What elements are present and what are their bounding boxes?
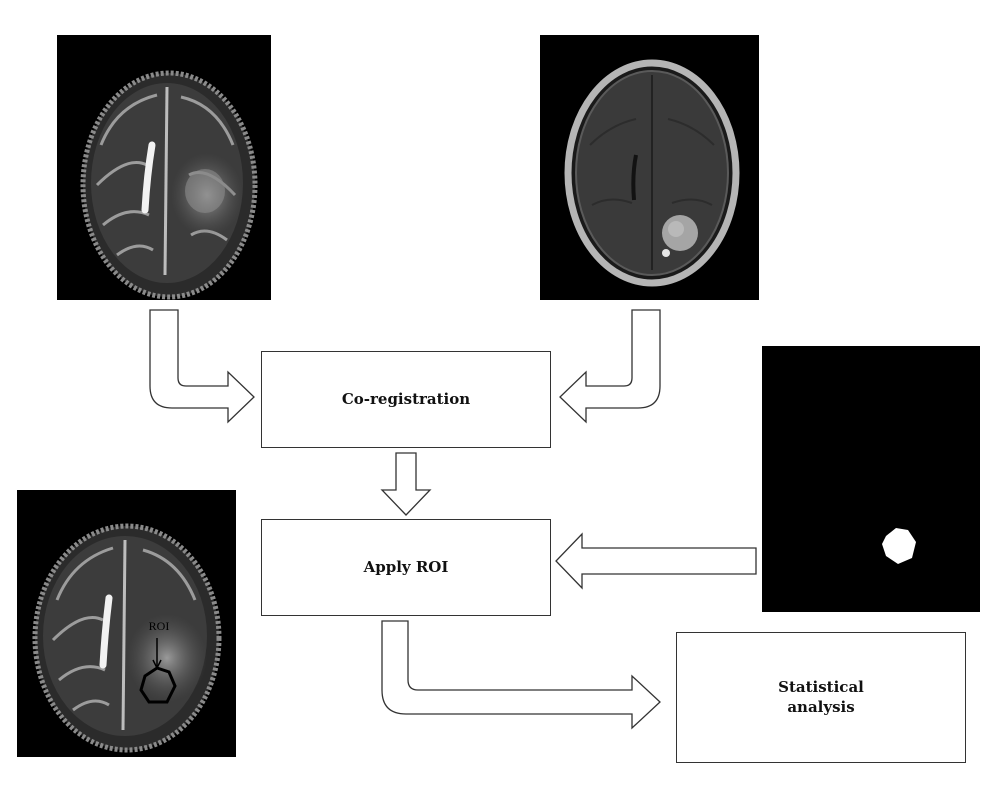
coregistration-label: Co-registration xyxy=(341,389,471,408)
apply-roi-label: Apply ROI xyxy=(363,557,449,576)
roi-overlay-brain-image: ROI xyxy=(17,490,236,757)
arrow-mask-to-apply-roi xyxy=(555,532,757,590)
roi-overlay-brain-image-graphic: ROI xyxy=(32,523,222,753)
statistical-analysis-box: Statistical analysis xyxy=(676,632,966,763)
arrow-coregistration-to-apply-roi xyxy=(380,452,432,516)
roi-mask-image-graphic xyxy=(882,528,916,564)
t1-contrast-brain-image-graphic xyxy=(564,59,740,287)
coregistration-box: Co-registration xyxy=(261,351,551,448)
roi-mask-image xyxy=(762,346,980,612)
adc-brain-image xyxy=(57,35,271,300)
apply-roi-box: Apply ROI xyxy=(261,519,551,616)
arrow-adc-to-coregistration xyxy=(149,309,255,424)
t1-contrast-brain-image xyxy=(540,35,759,300)
adc-brain-image-graphic xyxy=(80,70,258,300)
statistical-analysis-label: Statistical analysis xyxy=(778,678,864,717)
statistical-label-line1: Statistical xyxy=(778,678,864,696)
arrow-apply-roi-to-statistical xyxy=(381,620,661,730)
roi-label: ROI xyxy=(149,619,170,633)
statistical-label-line2: analysis xyxy=(787,697,855,716)
arrow-t1-to-coregistration xyxy=(559,309,661,424)
